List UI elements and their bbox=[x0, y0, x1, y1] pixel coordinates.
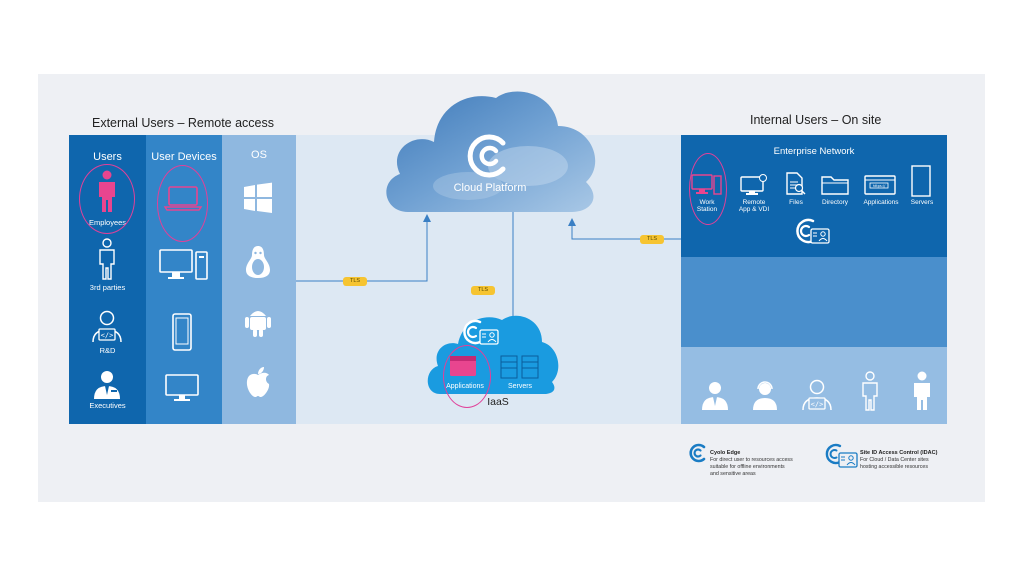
external-heading: External Users – Remote access bbox=[92, 116, 275, 130]
user-label-third-parties: 3rd parties bbox=[89, 283, 126, 292]
directory-icon bbox=[821, 176, 849, 195]
resource-label-directory: Directory bbox=[821, 199, 848, 206]
enterprise-mid-panel bbox=[681, 257, 947, 347]
svg-text:</>: </> bbox=[101, 332, 114, 340]
linux-icon bbox=[246, 246, 270, 278]
server-icon bbox=[911, 165, 931, 197]
user-label-rd: R&D bbox=[99, 346, 116, 355]
monitor-icon bbox=[165, 374, 199, 401]
devices-column-title: User Devices bbox=[151, 151, 217, 163]
browser-icon: https:// bbox=[864, 175, 896, 195]
legend-edge-text: For direct user to resources access suit… bbox=[710, 457, 793, 477]
onsite-executive-icon bbox=[702, 382, 728, 410]
legend-edge-icon bbox=[689, 443, 706, 463]
onsite-employee-icon bbox=[914, 371, 930, 410]
mobile-icon bbox=[172, 313, 192, 351]
highlight-ring-workstation bbox=[689, 153, 727, 225]
legend-edge-title: Cyolo Edge bbox=[710, 450, 741, 456]
legend-idac-text: For Cloud / Data Center sites hosting ac… bbox=[860, 457, 929, 470]
tls-badge-iaas: TLS bbox=[471, 286, 495, 295]
third-party-icon bbox=[99, 238, 115, 280]
highlight-ring-iaas-apps bbox=[443, 345, 491, 408]
idac-icon bbox=[463, 319, 499, 345]
windows-icon bbox=[244, 182, 272, 213]
tls-badge-external: TLS bbox=[343, 277, 367, 286]
resource-label-applications: Applications bbox=[863, 199, 899, 206]
resource-label-servers: Servers bbox=[910, 199, 934, 206]
resource-label-files: Files bbox=[789, 199, 803, 206]
cloud-platform-label: Cloud Platform bbox=[453, 182, 527, 194]
user-label-executives: Executives bbox=[89, 401, 126, 410]
onsite-third-party-icon bbox=[862, 371, 878, 411]
onsite-developer-icon: </> bbox=[802, 379, 832, 411]
resource-label-remote-app: Remote App & VDI bbox=[738, 199, 770, 214]
iaas-servers-icon bbox=[500, 355, 539, 379]
tls-badge-internal: TLS bbox=[640, 235, 664, 244]
android-icon bbox=[245, 311, 271, 337]
cloud-platform-shape bbox=[386, 91, 596, 212]
cyolo-edge-icon bbox=[796, 218, 830, 244]
internal-heading: Internal Users – On site bbox=[750, 113, 882, 127]
iaas-label: IaaS bbox=[487, 396, 509, 408]
enterprise-network-title: Enterprise Network bbox=[773, 146, 855, 157]
svg-text:</>: </> bbox=[811, 401, 824, 409]
onsite-users-panel bbox=[681, 347, 947, 424]
os-column-title: OS bbox=[251, 149, 267, 161]
remote-app-icon bbox=[740, 174, 767, 195]
executive-icon bbox=[94, 371, 120, 399]
highlight-ring-laptop bbox=[157, 165, 208, 242]
legend-idac-title: Site ID Access Control (IDAC) bbox=[860, 450, 938, 456]
highlight-ring-employees bbox=[79, 164, 135, 234]
developer-icon: </> bbox=[92, 310, 122, 343]
users-column-title: Users bbox=[93, 151, 122, 163]
svg-text:https://: https:// bbox=[873, 184, 886, 188]
onsite-support-icon bbox=[753, 381, 777, 410]
desktop-icon bbox=[159, 249, 208, 280]
cyolo-logo-icon bbox=[467, 134, 506, 178]
apple-icon bbox=[246, 367, 270, 397]
iaas-servers-label: Servers bbox=[507, 383, 533, 390]
files-icon bbox=[786, 172, 806, 195]
legend-idac-icon bbox=[825, 443, 858, 468]
